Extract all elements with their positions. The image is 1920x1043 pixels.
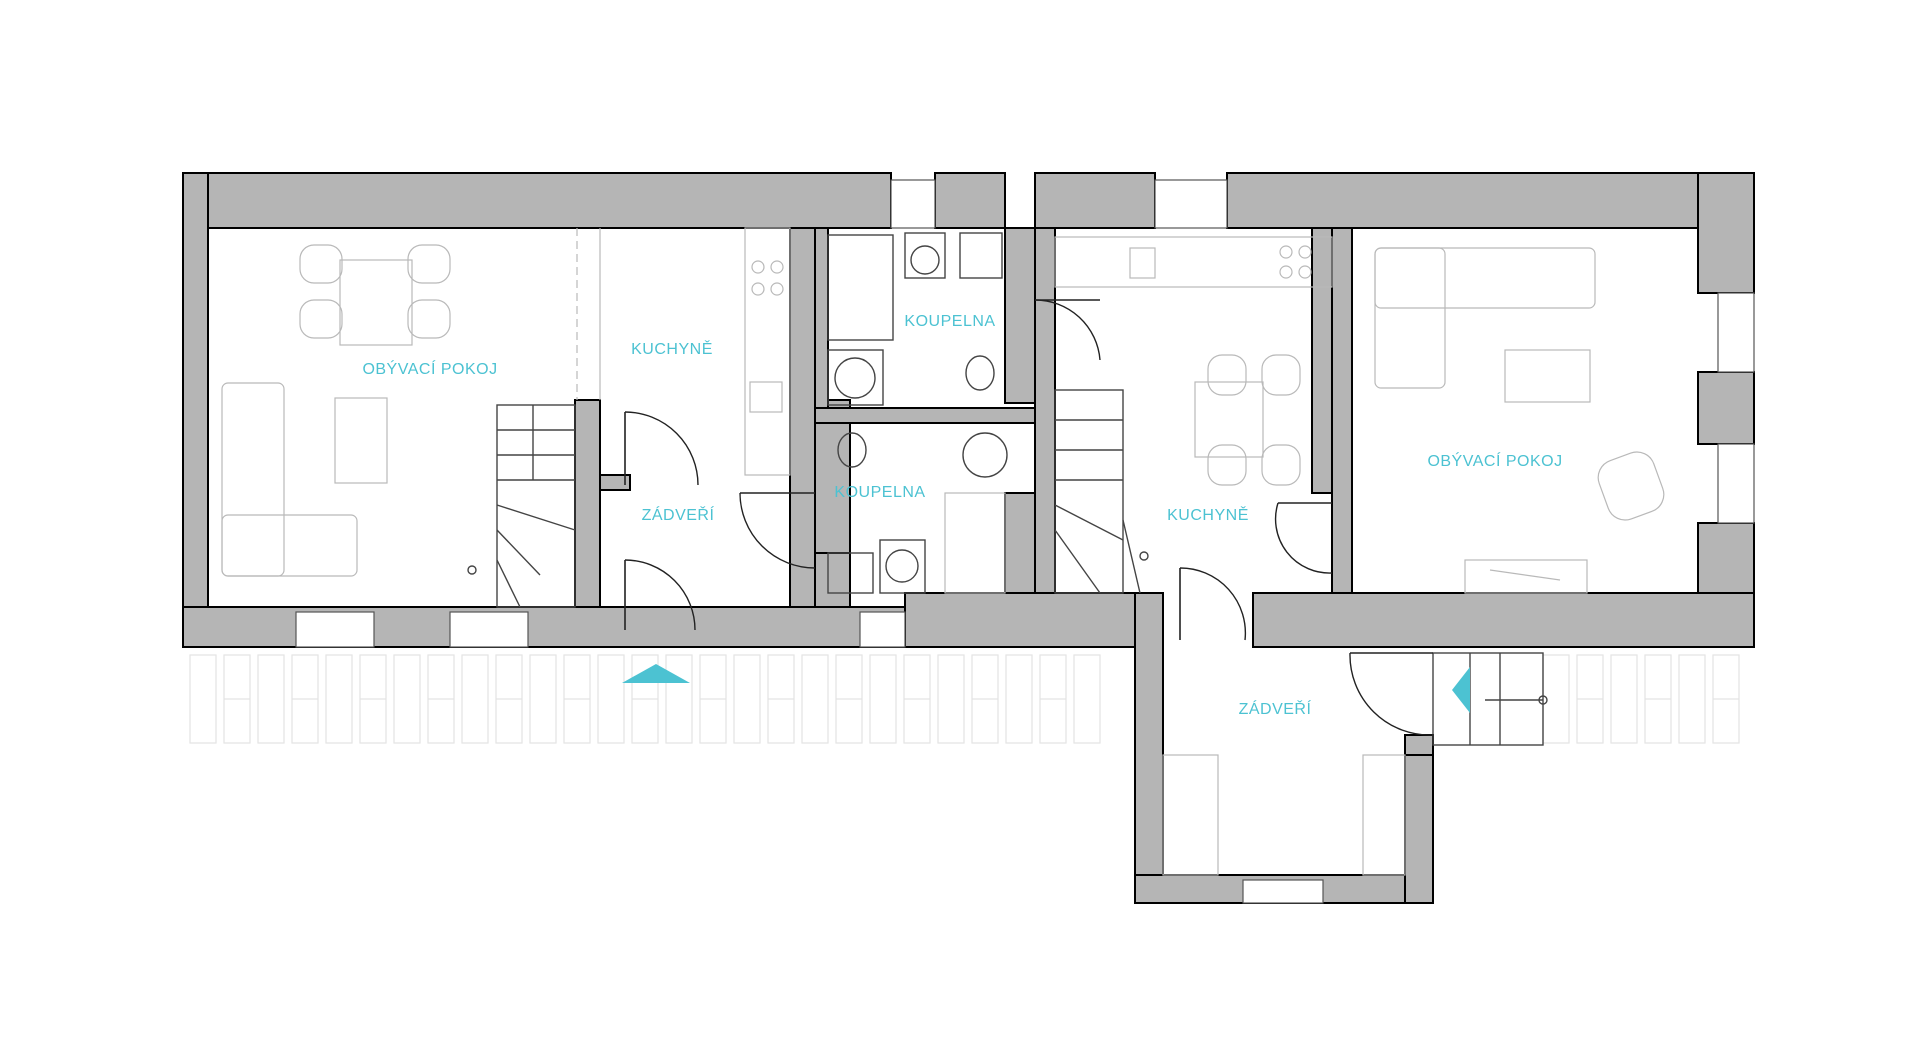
window-right-2 [1717, 443, 1755, 524]
paving-tile [597, 654, 625, 744]
wall-right-top-2 [1226, 172, 1755, 229]
coffee-table-left [334, 397, 388, 484]
armchair-right [1597, 451, 1665, 521]
wall-kitchen-left [1034, 227, 1056, 594]
shower-top [827, 234, 894, 341]
toilet-2 [837, 432, 867, 468]
paving-tile [257, 654, 285, 744]
chair [299, 244, 343, 284]
room-label-living-left: OBÝVACÍ POKOJ [362, 359, 497, 378]
wall-left-top [182, 172, 892, 229]
wall-right-bottom-2 [1252, 592, 1755, 648]
chair [1261, 354, 1301, 396]
chair [407, 299, 451, 339]
paving-tile [325, 654, 353, 744]
paving-tile [1678, 654, 1706, 744]
room-label-bathroom-top: KOUPELNA [904, 313, 995, 330]
window-bottom-3 [859, 611, 906, 648]
wall-right-side [1697, 172, 1755, 294]
chair [299, 299, 343, 339]
paving-tile [1073, 654, 1101, 744]
wall-left-side [182, 172, 209, 648]
sofa-left [221, 382, 285, 577]
wall-bath-right [1004, 227, 1036, 404]
wash-basin-2 [827, 552, 874, 594]
wall-annex-top-right [1404, 734, 1434, 756]
paving-tile [665, 654, 693, 744]
washer-2 [879, 539, 926, 594]
bath-2 [944, 492, 1006, 594]
kitchen-counter-left [744, 227, 791, 476]
paving-pattern [189, 654, 1740, 744]
window-right-1 [1717, 292, 1755, 373]
cabinet-annex [1362, 754, 1406, 876]
staircase-right [1054, 389, 1124, 594]
wall-living-lower [1331, 227, 1353, 594]
tv-unit [1464, 559, 1588, 594]
paving-tile [733, 654, 761, 744]
paving-tile [869, 654, 897, 744]
kitchen-counter-right [1054, 236, 1333, 288]
wall-annex-left [1134, 592, 1164, 904]
shelf-annex [1162, 754, 1219, 876]
external-steps [1432, 652, 1544, 746]
coffee-table-right [1504, 349, 1591, 403]
window-annex-bottom [1242, 879, 1324, 904]
wall-mid-top [934, 172, 1006, 229]
chair [1207, 354, 1247, 396]
wall-partition-kitchen [789, 227, 816, 608]
window-top-2 [1154, 179, 1228, 229]
wall-bath-lower-right [1004, 492, 1036, 608]
chair [1207, 444, 1247, 486]
room-label-living-right: OBÝVACÍ POKOJ [1427, 451, 1562, 470]
chair [407, 244, 451, 284]
wall-annex-right [1404, 734, 1434, 904]
wall-kitchen-bottom [599, 474, 631, 491]
room-label-vestibule-right: ZÁDVEŘÍ [1239, 699, 1312, 718]
dining-table-right [1194, 381, 1264, 458]
sink [959, 232, 1003, 279]
sofa-right [1374, 247, 1596, 309]
window-top-1 [890, 179, 936, 229]
staircase-left [496, 404, 576, 608]
toilet-1 [965, 355, 995, 391]
furniture [221, 227, 1665, 876]
paving-tile [1005, 654, 1033, 744]
room-label-bathroom-bottom: KOUPELNA [834, 484, 925, 501]
wall-bath-middle [814, 407, 1036, 424]
wall-bath-lower-left [814, 552, 851, 608]
wall-right-side-2 [1697, 371, 1755, 445]
paving-tile [189, 654, 217, 744]
room-labels: OBÝVACÍ POKOJ KUCHYNĚ KOUPELNA KOUPELNA … [362, 313, 1562, 718]
wall-partition-living [574, 399, 601, 608]
room-label-vestibule-left: ZÁDVEŘÍ [642, 505, 715, 524]
washer [904, 232, 946, 279]
room-label-kitchen-right: KUCHYNĚ [1167, 505, 1249, 524]
paving-tile [937, 654, 965, 744]
wall-right-bottom [904, 592, 1164, 648]
room-label-kitchen-left: KUCHYNĚ [631, 339, 713, 358]
paving-tile [393, 654, 421, 744]
paving-tile [1610, 654, 1638, 744]
paving-tile [529, 654, 557, 744]
doors [624, 299, 1434, 736]
entry-arrow-left [622, 664, 690, 683]
dining-table-left [339, 259, 413, 346]
paving-tile [801, 654, 829, 744]
wall-bath-top [814, 227, 829, 409]
sofa-right-chaise [1374, 247, 1446, 389]
wall-right-top [1034, 172, 1156, 229]
windows [295, 179, 1755, 904]
window-bottom-1 [295, 611, 375, 648]
sofa-left-chaise [221, 514, 358, 577]
window-bottom-2 [449, 611, 529, 648]
paving-tile [461, 654, 489, 744]
entry-arrow-right [1452, 667, 1470, 713]
shower-tray [827, 349, 884, 406]
shower-drain-2 [962, 432, 1008, 478]
chair [1261, 444, 1301, 486]
